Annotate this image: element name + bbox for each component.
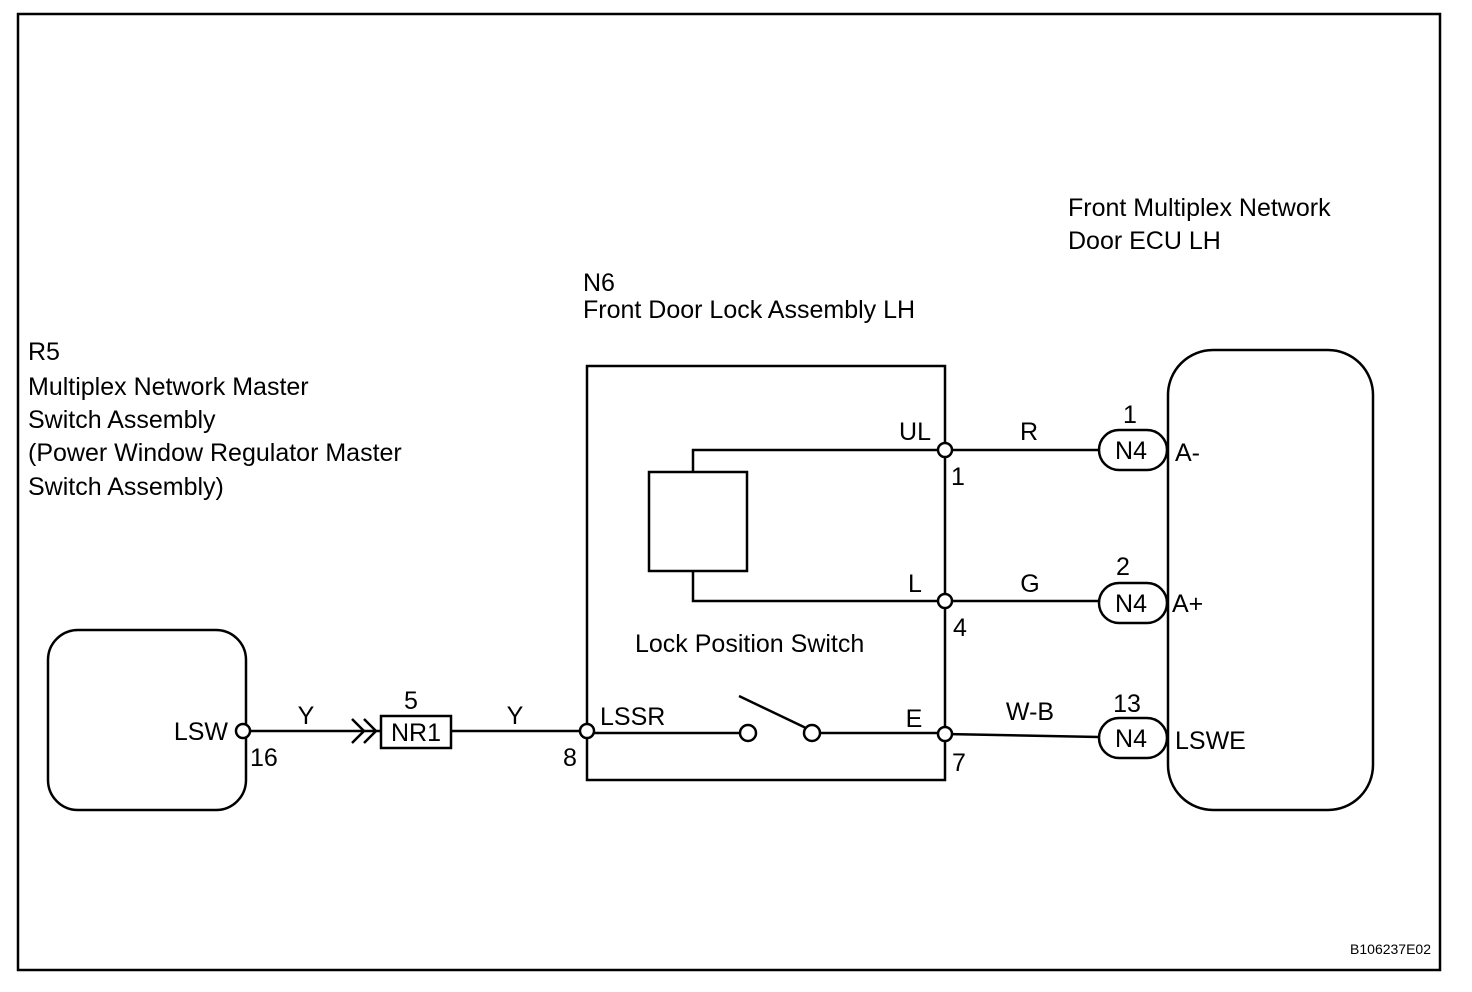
connector-arrow-icon-2 [363, 718, 378, 744]
ul-terminal-label: UL [899, 418, 931, 446]
e-pin-number: 7 [952, 749, 966, 777]
n4-connector-a-minus [1097, 428, 1169, 472]
switch-contact-2 [802, 723, 822, 743]
lssr-terminal-label: LSSR [600, 703, 665, 731]
master-switch-name-line-1: Multiplex Network Master [28, 373, 309, 401]
diagram-frame [16, 12, 1442, 972]
lswe-terminal-label: LSWE [1175, 727, 1246, 755]
e-terminal [936, 725, 954, 743]
switch-contact-1 [738, 723, 758, 743]
figure-code: B106237E02 [1350, 941, 1431, 957]
internal-wire-l [691, 571, 945, 603]
ul-pin-number: 1 [951, 463, 965, 491]
n4-pin-a-minus: 1 [1123, 401, 1137, 429]
l-terminal [936, 592, 954, 610]
internal-wire-ul [691, 448, 945, 472]
nr1-code: NR1 [391, 719, 441, 747]
a-minus-terminal-label: A- [1175, 439, 1200, 467]
lssr-pin-number: 8 [563, 744, 577, 772]
wire-color-e-to-lswe: W-B [1006, 698, 1054, 726]
nr1-connector [379, 714, 453, 750]
lsw-terminal-label: LSW [174, 718, 229, 746]
n4-pin-lswe: 13 [1113, 690, 1141, 718]
master-switch-name-line-2: Switch Assembly [28, 406, 216, 434]
master-switch-name-line-3: (Power Window Regulator Master [28, 439, 402, 467]
n4-code-a-plus: N4 [1115, 590, 1147, 618]
wire-color-nr1-to-lssr: Y [507, 702, 524, 730]
l-pin-number: 4 [953, 614, 967, 642]
master-switch-code: R5 [28, 338, 60, 366]
a-plus-terminal-label: A+ [1172, 590, 1203, 618]
wire-e-to-lswe [944, 732, 1100, 739]
lock-motor-element [647, 470, 749, 573]
wire-color-ul-to-a-minus: R [1020, 418, 1038, 446]
e-terminal-label: E [906, 705, 923, 733]
door-ecu-body [1166, 348, 1375, 812]
door-ecu-name-line-1: Front Multiplex Network [1068, 194, 1331, 222]
wire-color-lsw-to-nr1: Y [298, 702, 315, 730]
door-lock-name: Front Door Lock Assembly LH [583, 296, 915, 324]
n4-pin-a-plus: 2 [1116, 553, 1130, 581]
ul-terminal [936, 441, 954, 459]
n4-connector-lswe [1097, 716, 1169, 760]
wire-color-l-to-a-plus: G [1020, 570, 1039, 598]
n4-code-lswe: N4 [1115, 725, 1147, 753]
door-lock-body [585, 364, 947, 782]
lock-position-switch-label: Lock Position Switch [635, 630, 864, 658]
door-lock-code: N6 [583, 269, 615, 297]
master-switch-body [46, 628, 248, 812]
nr1-pin-number: 5 [404, 687, 418, 715]
master-switch-name-line-4: Switch Assembly) [28, 473, 224, 501]
lsw-terminal [234, 722, 252, 740]
door-ecu-name-line-2: Door ECU LH [1068, 227, 1221, 255]
n4-code-a-minus: N4 [1115, 437, 1147, 465]
n4-connector-a-plus [1097, 581, 1169, 625]
switch-blade [738, 694, 807, 730]
connector-arrow-icon [351, 718, 366, 744]
l-terminal-label: L [908, 570, 922, 598]
lssr-terminal [578, 722, 596, 740]
lsw-pin-number: 16 [250, 744, 278, 772]
